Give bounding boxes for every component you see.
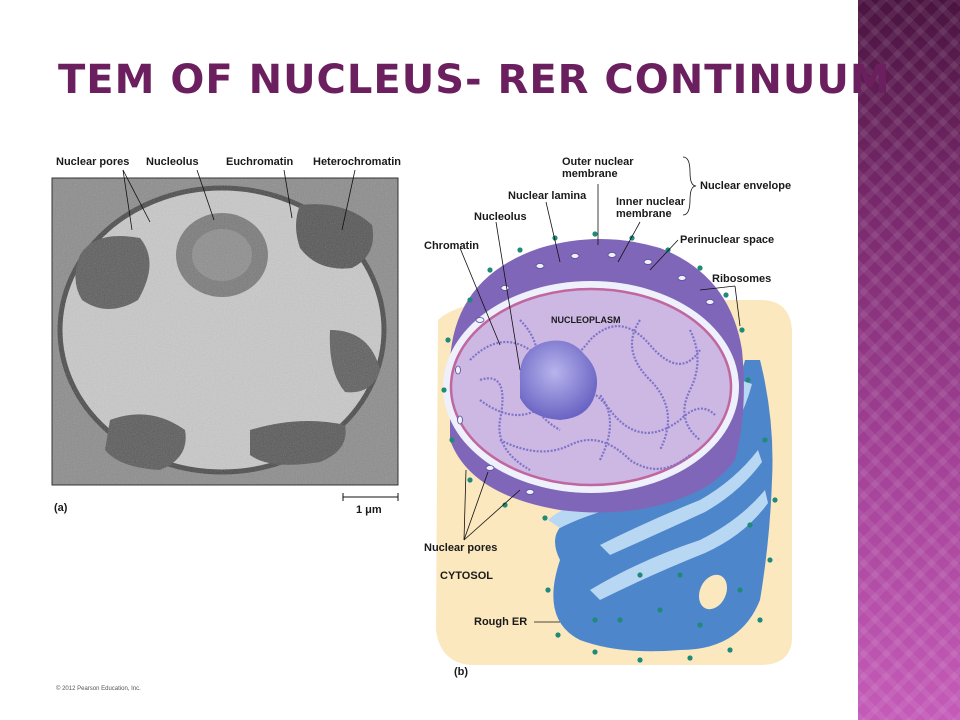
label-euchromatin: Euchromatin [226,156,294,168]
label-nuclear-envelope: Nuclear envelope [700,180,792,192]
panel-b-tag: (b) [454,666,469,678]
illustration-leader-lines [459,156,741,623]
label-nucleoplasm: NUCLEOPLASM [551,315,621,325]
label-chromatin: Chromatin [424,240,479,252]
scale-bar [342,493,399,501]
panel-a-tag: (a) [54,502,68,514]
er-lumen [548,380,752,528]
copyright-notice: © 2012 Pearson Education, Inc. [56,686,141,692]
nucleus-illustration [436,156,792,665]
scale-bar-label: 1 μm [356,504,382,516]
micrograph-panel [51,169,399,501]
label-heterochromatin: Heterochromatin [313,156,402,168]
ribosomes-illustration [441,231,778,663]
slide-title: TEM of Nucleus- RER continuum [58,57,891,103]
label-inner-nuclear-membrane: Inner nuclear membrane [616,196,686,220]
decorative-sidebar [858,0,960,720]
label-cytosol: CYTOSOL [440,570,493,582]
micrograph-leader-lines [122,169,356,231]
label-nuclear-pores-a: Nuclear pores [56,156,130,168]
label-nucleolus-a: Nucleolus [146,156,199,168]
er-lumen [590,490,768,600]
chromatin-strands [469,319,716,471]
nuclear-pores-illustration [455,252,715,495]
label-nuclear-lamina: Nuclear lamina [508,190,587,202]
label-nuclear-pores-b: Nuclear pores [424,542,498,554]
er-lumen [600,450,762,555]
label-outer-nuclear-membrane: Outer nuclear membrane [562,156,634,180]
label-nucleolus-b: Nucleolus [474,211,527,223]
label-ribosomes: Ribosomes [712,273,772,285]
label-rough-er: Rough ER [474,616,528,628]
nucleolus-illustration [519,340,598,420]
label-perinuclear-space: Perinuclear space [680,234,775,246]
